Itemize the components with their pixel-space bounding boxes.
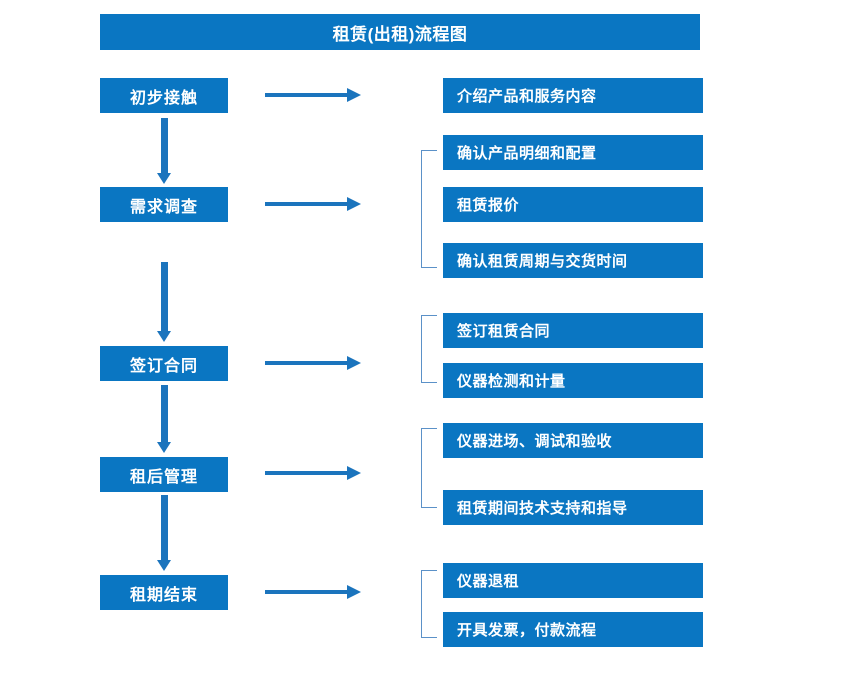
- right-arrow-from-post-rental-management: [265, 466, 361, 480]
- right-arrow-from-sign-contract: [265, 356, 361, 370]
- arrow-shaft: [161, 262, 168, 331]
- arrow-shaft: [161, 495, 168, 560]
- detail-box-introduce-products[interactable]: 介绍产品和服务内容: [443, 78, 703, 113]
- right-arrow-from-demand-survey: [265, 197, 361, 211]
- detail-box-confirm-product-spec[interactable]: 确认产品明细和配置: [443, 135, 703, 170]
- arrow-head-down-icon: [157, 173, 171, 184]
- arrow-shaft: [265, 202, 347, 206]
- detail-box-instrument-return[interactable]: 仪器退租: [443, 563, 703, 598]
- arrow-head-down-icon: [157, 560, 171, 571]
- detail-box-invoice-payment[interactable]: 开具发票，付款流程: [443, 612, 703, 647]
- detail-box-sign-rental-contract[interactable]: 签订租赁合同: [443, 313, 703, 348]
- bracket-post-rental-group: [421, 428, 437, 508]
- detail-box-technical-support[interactable]: 租赁期间技术支持和指导: [443, 490, 703, 525]
- arrow-head-down-icon: [157, 442, 171, 453]
- arrow-head-right-icon: [347, 585, 361, 599]
- arrow-head-right-icon: [347, 197, 361, 211]
- stage-box-sign-contract[interactable]: 签订合同: [100, 346, 228, 381]
- bracket-demand-survey-group: [421, 150, 437, 268]
- arrow-shaft: [265, 471, 347, 475]
- bracket-sign-contract-group: [421, 315, 437, 383]
- stage-box-lease-end[interactable]: 租期结束: [100, 575, 228, 610]
- down-arrow-contact-to-survey: [157, 118, 171, 184]
- arrow-shaft: [265, 93, 347, 97]
- arrow-shaft: [161, 385, 168, 442]
- arrow-shaft: [161, 118, 168, 173]
- down-arrow-survey-to-contract: [157, 262, 171, 342]
- detail-box-instrument-inspection[interactable]: 仪器检测和计量: [443, 363, 703, 398]
- arrow-shaft: [265, 361, 347, 365]
- arrow-shaft: [265, 590, 347, 594]
- stage-box-initial-contact[interactable]: 初步接触: [100, 78, 228, 113]
- right-arrow-from-initial-contact: [265, 88, 361, 102]
- right-arrow-from-lease-end: [265, 585, 361, 599]
- detail-box-rental-quotation[interactable]: 租赁报价: [443, 187, 703, 222]
- arrow-head-right-icon: [347, 356, 361, 370]
- stage-box-demand-survey[interactable]: 需求调查: [100, 187, 228, 222]
- detail-box-instrument-entry-commissioning[interactable]: 仪器进场、调试和验收: [443, 423, 703, 458]
- arrow-head-down-icon: [157, 331, 171, 342]
- arrow-head-right-icon: [347, 466, 361, 480]
- down-arrow-contract-to-management: [157, 385, 171, 453]
- arrow-head-right-icon: [347, 88, 361, 102]
- stage-box-post-rental-management[interactable]: 租后管理: [100, 457, 228, 492]
- detail-box-confirm-period-delivery[interactable]: 确认租赁周期与交货时间: [443, 243, 703, 278]
- diagram-title: 租赁(出租)流程图: [100, 14, 700, 50]
- down-arrow-management-to-lease-end: [157, 495, 171, 571]
- bracket-lease-end-group: [421, 570, 437, 638]
